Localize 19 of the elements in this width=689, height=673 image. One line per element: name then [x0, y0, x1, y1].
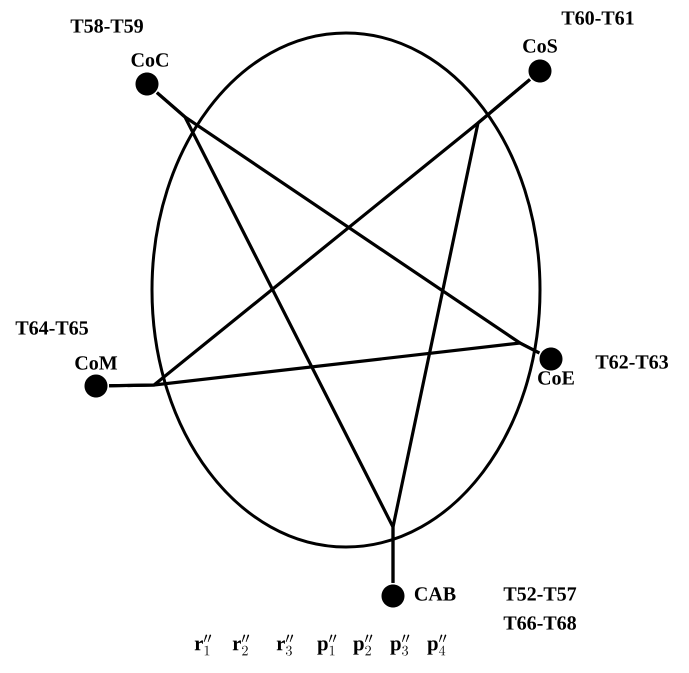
node-label: CoC [132, 53, 168, 67]
range-label: T60-T61 [562, 11, 634, 25]
formula-label: $\mathbf{p}''_2$ [353, 634, 372, 656]
range-label: T52-T57 [504, 587, 576, 601]
range-label: T58-T59 [70, 19, 143, 33]
node-label: CAB [414, 587, 456, 601]
formula-label: $\mathbf{p}''_1$ [317, 634, 336, 656]
formula-label: $\mathbf{r}''_3$ [276, 634, 294, 656]
node-label: CoM [75, 356, 118, 370]
formula-label: $\mathbf{r}''_1$ [194, 634, 212, 656]
formula-label: $\mathbf{p}''_3$ [390, 634, 410, 656]
range-label: T66-T68 [504, 616, 576, 630]
formula-label: $\mathbf{r}''_2$ [232, 634, 250, 656]
node-label: CoS [523, 39, 557, 53]
range-label: T64-T65 [16, 321, 88, 335]
node-label: CoE [538, 371, 574, 385]
star-line [109, 341, 540, 388]
formula-label: $\mathbf{p}''_4$ [427, 634, 446, 656]
range-label: T62-T63 [596, 355, 668, 369]
